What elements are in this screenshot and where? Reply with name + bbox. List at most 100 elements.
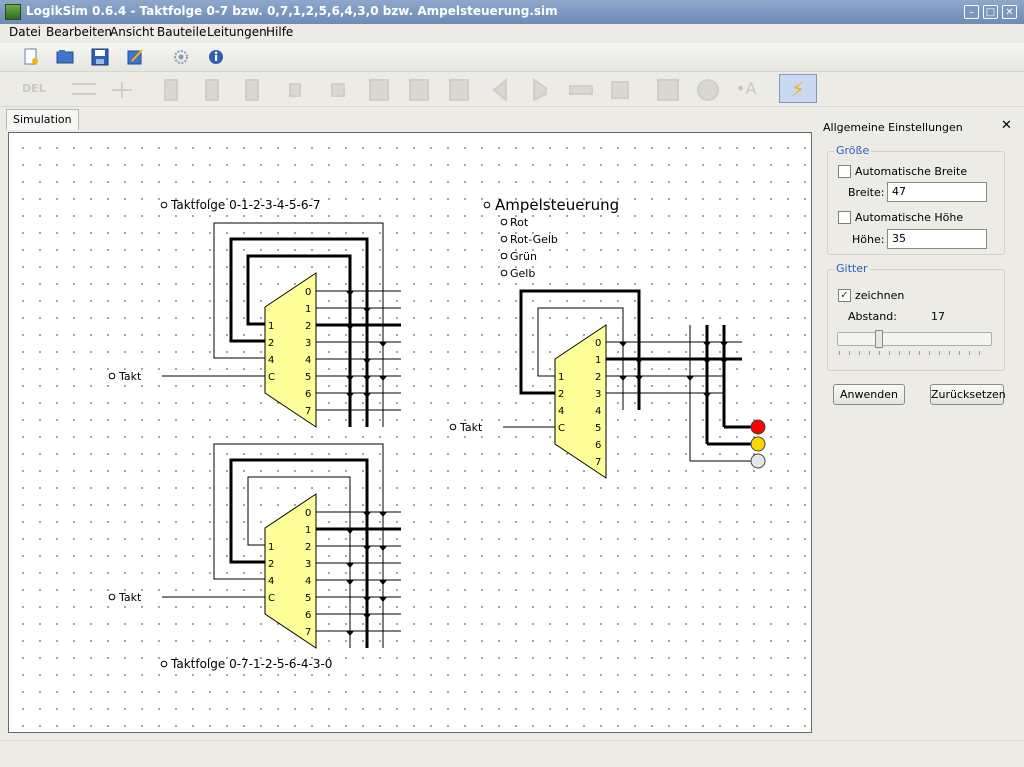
ampel-label: Ampelsteuerung: [495, 196, 619, 214]
svg-text:1: 1: [268, 321, 274, 332]
signal-gelb: Gelb: [510, 267, 535, 280]
svg-text:2: 2: [305, 542, 311, 553]
zeichnen-checkbox[interactable]: ✓: [838, 289, 851, 302]
svg-text:1: 1: [268, 542, 274, 553]
slider-ticks: [839, 351, 989, 355]
minimize-icon[interactable]: –: [964, 5, 979, 19]
auto-hoehe-checkbox[interactable]: [838, 211, 851, 224]
led-yellow: [750, 436, 766, 452]
svg-text:C: C: [558, 423, 565, 434]
hoehe-label: Höhe:: [852, 233, 885, 246]
svg-text:C: C: [268, 372, 275, 383]
close-window-icon[interactable]: ✕: [1002, 5, 1017, 19]
save-icon[interactable]: [91, 48, 109, 66]
status-bar: [0, 740, 1024, 767]
svg-text:3: 3: [305, 338, 311, 349]
abstand-slider-thumb[interactable]: [875, 330, 883, 348]
svg-text:0: 0: [305, 287, 311, 298]
text-tool-button[interactable]: •A: [736, 79, 757, 98]
takt-label-2: Takt: [118, 591, 142, 604]
taktfolge-2-label: Taktfolge 0-7-1-2-5-6-4-3-0: [170, 657, 332, 671]
close-icon[interactable]: ✕: [1001, 118, 1012, 133]
abstand-label: Abstand:: [848, 310, 897, 323]
title-bar: LogikSim 0.6.4 - Taktfolge 0-7 bzw. 0,7,…: [0, 0, 1024, 24]
svg-text:7: 7: [595, 457, 601, 468]
svg-text:7: 7: [305, 406, 311, 417]
panel-title: Allgemeine Einstellungen: [823, 121, 963, 134]
led-red: [750, 419, 766, 435]
menu-hilfe[interactable]: Hilfe: [266, 25, 294, 39]
settings-panel: Allgemeine Einstellungen ✕ Größe Automat…: [819, 117, 1019, 737]
svg-text:5: 5: [305, 593, 311, 604]
svg-text:1: 1: [305, 525, 311, 536]
svg-text:2: 2: [268, 338, 274, 349]
svg-text:2: 2: [268, 559, 274, 570]
gitter-group: Gitter ✓ zeichnen Abstand: 17: [827, 262, 1005, 371]
svg-text:5: 5: [595, 423, 601, 434]
abstand-value: 17: [931, 310, 945, 323]
mux-chip-1: [264, 272, 317, 428]
svg-text:1: 1: [305, 304, 311, 315]
svg-text:4: 4: [595, 406, 601, 417]
reset-button[interactable]: Zurücksetzen: [930, 384, 1006, 405]
svg-text:4: 4: [268, 576, 274, 587]
svg-text:4: 4: [305, 576, 311, 587]
settings-gear-icon[interactable]: [172, 48, 190, 66]
hoehe-field[interactable]: 35: [887, 229, 987, 249]
svg-text:3: 3: [305, 559, 311, 570]
takt-label-1: Takt: [118, 370, 142, 383]
taktfolge-1-label: Taktfolge 0-1-2-3-4-5-6-7: [170, 198, 320, 212]
svg-text:6: 6: [595, 440, 601, 451]
led-green-off: [750, 453, 766, 469]
menu-leitungen[interactable]: Leitungen: [207, 25, 267, 39]
component-icons: [72, 78, 719, 102]
menu-bearbeiten[interactable]: Bearbeiten: [46, 25, 112, 39]
new-file-icon[interactable]: [22, 48, 40, 66]
svg-text:2: 2: [558, 389, 564, 400]
taktfolge-1-group: Taktfolge 0-1-2-3-4-5-6-7 Takt 12 4C 01 …: [108, 198, 401, 428]
auto-hoehe-label: Automatische Höhe: [855, 211, 964, 224]
breite-field[interactable]: 47: [887, 182, 987, 202]
maximize-icon[interactable]: □: [983, 5, 998, 19]
menu-bar: Datei Bearbeiten Ansicht Bauteile Leitun…: [0, 24, 1024, 42]
signal-gruen: Grün: [510, 250, 537, 263]
apply-button[interactable]: Anwenden: [833, 384, 905, 405]
menu-datei[interactable]: Datei: [9, 25, 42, 39]
svg-text:5: 5: [305, 372, 311, 383]
mux-chip-2: [264, 493, 317, 649]
delete-button[interactable]: DEL: [22, 82, 46, 95]
abstand-slider[interactable]: [837, 332, 992, 346]
component-toolbar: DEL •A: [0, 72, 1024, 107]
svg-text:6: 6: [305, 610, 311, 621]
svg-text:2: 2: [305, 321, 311, 332]
svg-text:0: 0: [595, 338, 601, 349]
groesse-group: Größe Automatische Breite Breite: 47 Aut…: [827, 144, 1005, 255]
zeichnen-label: zeichnen: [855, 289, 905, 302]
tab-simulation[interactable]: Simulation: [6, 109, 79, 130]
menu-ansicht[interactable]: Ansicht: [110, 25, 155, 39]
svg-text:1: 1: [558, 372, 564, 383]
open-folder-icon[interactable]: [56, 48, 74, 66]
window-title: LogikSim 0.6.4 - Taktfolge 0-7 bzw. 0,7,…: [26, 4, 558, 18]
svg-text:4: 4: [305, 355, 311, 366]
svg-text:2: 2: [595, 372, 601, 383]
svg-text:7: 7: [305, 627, 311, 638]
mux-chip-3: [554, 324, 607, 479]
svg-text:1: 1: [595, 355, 601, 366]
main-toolbar: [0, 43, 1024, 72]
auto-breite-label: Automatische Breite: [855, 165, 968, 178]
signal-rot-gelb: Rot-Gelb: [510, 233, 558, 246]
breite-label: Breite:: [848, 186, 885, 199]
svg-text:4: 4: [558, 406, 564, 417]
auto-breite-checkbox[interactable]: [838, 165, 851, 178]
ampel-group: Ampelsteuerung Rot Rot-Gelb Grün Gelb Ta…: [449, 196, 766, 479]
takt-label-3: Takt: [459, 421, 483, 434]
groesse-title: Größe: [834, 144, 872, 157]
lightning-icon[interactable]: ⚡: [779, 74, 817, 103]
grid: [9, 133, 811, 732]
taktfolge-2-group: Takt 12 4C 01 23 45 67: [108, 443, 401, 671]
edit-properties-icon[interactable]: [126, 48, 144, 66]
info-icon[interactable]: [207, 48, 225, 66]
menu-bauteile[interactable]: Bauteile: [157, 25, 207, 39]
